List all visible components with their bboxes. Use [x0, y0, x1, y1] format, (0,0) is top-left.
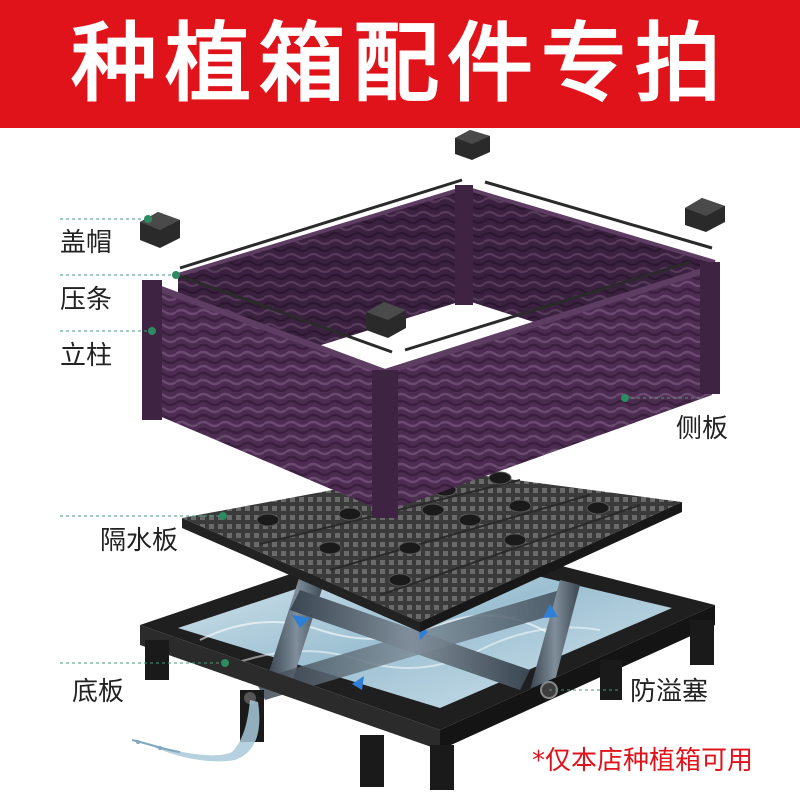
- water-board-graphic: [182, 470, 682, 632]
- leader-lines: [60, 218, 700, 691]
- title-banner: 种植箱配件专拍: [0, 0, 800, 128]
- pressure-strip-graphic: [179, 178, 713, 354]
- label-side-panel: 侧板: [676, 414, 729, 444]
- label-water-board: 隔水板: [100, 526, 179, 556]
- flow-arrow-icon: [292, 604, 558, 690]
- leader-dots: [144, 215, 629, 667]
- usage-note: *仅本店种植箱可用: [532, 746, 754, 776]
- water-splash-icon: [131, 700, 260, 762]
- banner-title: 种植箱配件专拍: [71, 14, 729, 114]
- planter-box-graphic: [142, 185, 720, 518]
- label-base-plate: 底板: [72, 677, 125, 707]
- label-cap: 盖帽: [60, 228, 113, 258]
- label-strip: 压条: [60, 285, 113, 315]
- label-overflow-plug: 防溢塞: [630, 677, 709, 707]
- label-post: 立柱: [60, 341, 113, 371]
- cap-icon: [140, 130, 725, 338]
